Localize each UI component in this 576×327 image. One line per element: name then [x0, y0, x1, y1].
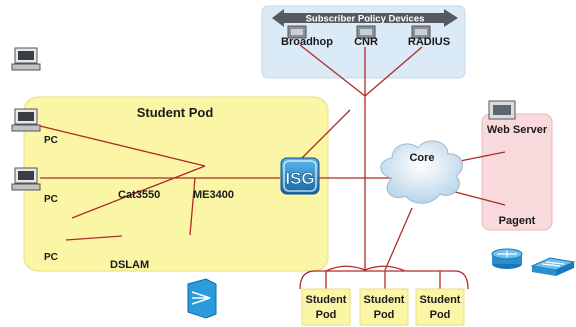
- cloud-icon: [380, 140, 463, 204]
- core-label: Core: [409, 152, 434, 164]
- student-pod-label: Pod: [374, 309, 395, 321]
- policy-devices-group: Subscriber Policy Devices Broadhop CNR R…: [261, 5, 466, 79]
- router-icon: [491, 248, 523, 269]
- pc-label: PC: [44, 252, 58, 263]
- device-label-broadhop: Broadhop: [281, 36, 333, 48]
- server-icon: [488, 100, 516, 120]
- switch-label-me3400: ME3400: [193, 189, 234, 201]
- radius-server-icon: [411, 25, 431, 39]
- switch-icon: [530, 257, 576, 276]
- broadhop-server-icon: [287, 25, 307, 39]
- dslam-label: DSLAM: [110, 259, 149, 271]
- isg-router-icon: ISG: [280, 157, 320, 195]
- policy-devices-box: [261, 5, 466, 79]
- student-pod-label: Student: [364, 294, 405, 306]
- pc-icon: [11, 108, 41, 132]
- student-pod-label: Student: [420, 294, 461, 306]
- web-server-label: Web Server: [487, 124, 548, 136]
- policy-banner-text: Subscriber Policy Devices: [306, 14, 425, 25]
- services-region: [481, 113, 553, 231]
- student-pod-box: [415, 288, 465, 326]
- device-label-cnr: CNR: [354, 36, 378, 48]
- pc-label: PC: [44, 194, 58, 205]
- student-pod-box: [301, 288, 351, 326]
- device-label-radius: RADIUS: [408, 36, 450, 48]
- policy-banner-arrow: [272, 9, 458, 27]
- pc-icon: [11, 47, 41, 71]
- cnr-server-icon: [356, 25, 376, 39]
- student-pod-label: Pod: [430, 309, 451, 321]
- isg-label: ISG: [285, 169, 314, 188]
- pc-label: PC: [44, 135, 58, 146]
- student-pod-box: [359, 288, 409, 326]
- switch-label-cat3550: Cat3550: [118, 189, 160, 201]
- pc-icon: [11, 167, 41, 191]
- student-pod-title: Student Pod: [137, 105, 214, 120]
- student-pod-label: Pod: [316, 309, 337, 321]
- pagent-label: Pagent: [499, 215, 536, 227]
- dslam-icon: [187, 278, 217, 319]
- student-pod-label: Student: [306, 294, 347, 306]
